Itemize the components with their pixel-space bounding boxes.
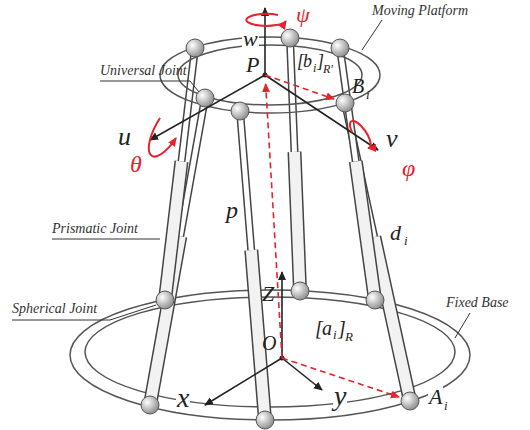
subscript: i: [366, 88, 370, 101]
vector-lines: [265, 75, 399, 397]
joint-spheres: [141, 29, 419, 429]
rotation-symbol: ψ: [296, 4, 310, 26]
vector-label: p: [226, 198, 238, 222]
point-label: A: [428, 386, 443, 408]
vector-label: ]: [338, 318, 346, 338]
axis-label: w: [242, 28, 259, 50]
vector-label: b: [303, 52, 312, 70]
axis-label: v: [386, 126, 398, 152]
platform-axes: [150, 8, 378, 150]
vector-label: ]: [317, 52, 324, 70]
rotation-symbol: φ: [402, 156, 415, 180]
subscript: R': [323, 63, 333, 75]
length-label: d: [390, 222, 401, 244]
leader-lines: [12, 20, 470, 338]
axis-label: y: [333, 382, 347, 410]
part-label: Fixed Base: [446, 296, 509, 310]
rotation-arrows: [149, 14, 371, 157]
part-label: Moving Platform: [372, 4, 468, 18]
subscript: i: [333, 328, 337, 341]
subscript: R: [345, 330, 353, 343]
part-label: Universal Joint: [100, 64, 187, 78]
moving-platform: [160, 37, 380, 113]
part-label: Spherical Joint: [12, 302, 97, 316]
point-label: B: [352, 76, 364, 96]
point-label: O: [262, 333, 276, 353]
point-label: P: [246, 54, 259, 76]
axis-label: Z: [262, 283, 274, 305]
axis-label: x: [176, 384, 190, 412]
base-axes: [205, 272, 322, 405]
part-label: Prismatic Joint: [52, 222, 138, 236]
subscript: i: [404, 234, 408, 247]
subscript: i: [313, 62, 316, 74]
subscript: i: [443, 399, 449, 412]
axis-label: u: [118, 124, 131, 150]
vector-label: [: [315, 318, 323, 338]
vector-label: a: [322, 318, 332, 338]
vector-label: [: [297, 52, 304, 70]
rotation-symbol: θ: [130, 152, 142, 176]
prismatic-legs: [150, 38, 410, 420]
